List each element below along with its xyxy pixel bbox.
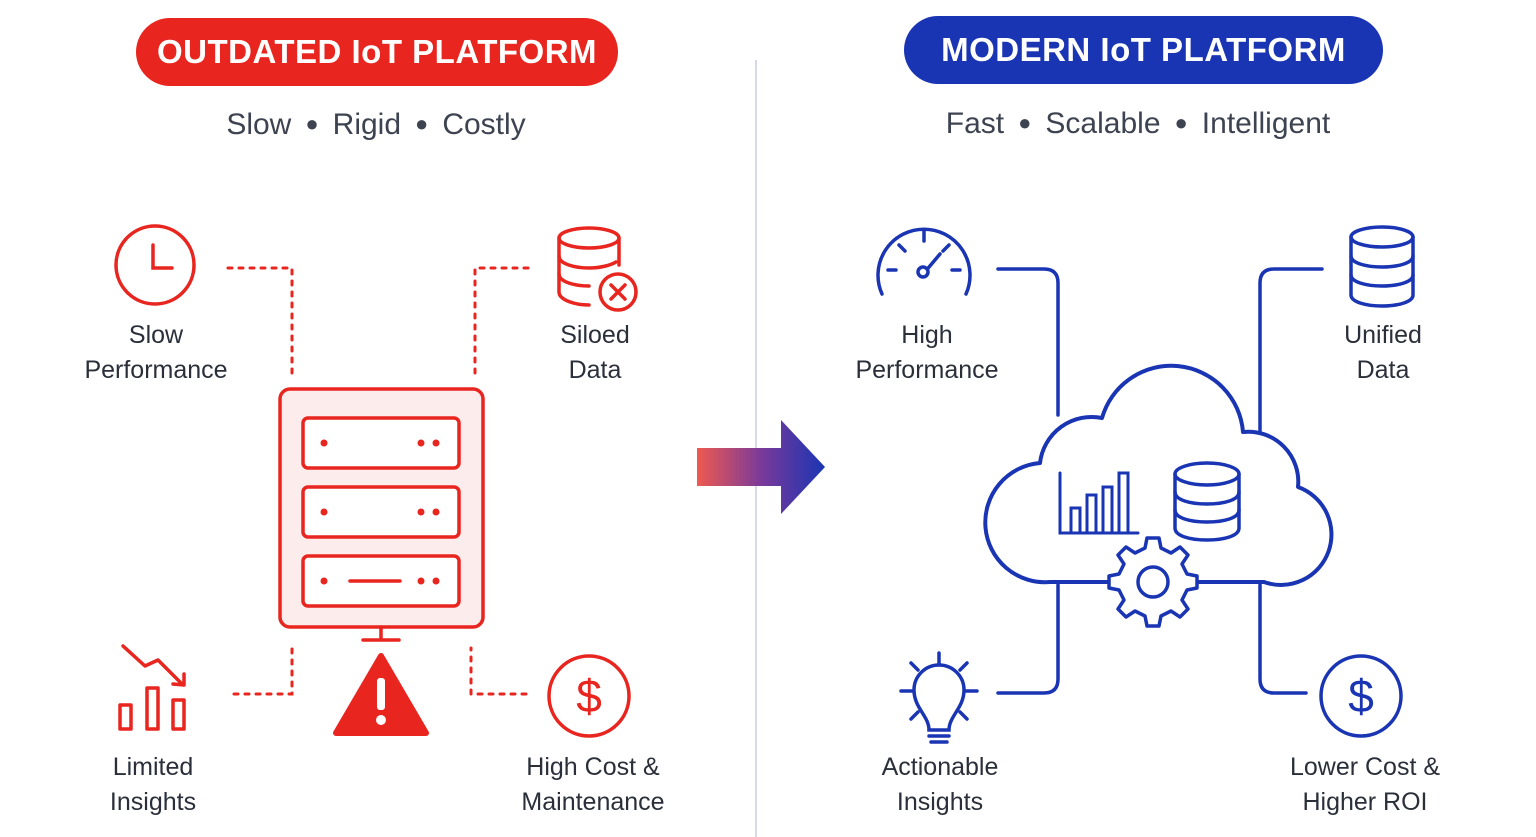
tagline-word: Slow bbox=[226, 108, 292, 141]
svg-text:$: $ bbox=[1348, 670, 1374, 722]
modern-connectors bbox=[996, 267, 1324, 695]
feature-actionable-insights: Actionable Insights bbox=[882, 750, 999, 820]
feature-label-line: Limited bbox=[112, 753, 194, 781]
feature-label-line: Siloed bbox=[560, 321, 630, 349]
outdated-connectors bbox=[226, 266, 530, 696]
feature-label-line: Unified bbox=[1344, 321, 1422, 349]
warning-icon bbox=[333, 653, 429, 736]
feature-label-line: Data bbox=[568, 356, 622, 384]
database-error-icon bbox=[557, 226, 638, 312]
modern-tagline: Fast ● Scalable ● Intelligent bbox=[946, 107, 1330, 141]
connector-limited-insights bbox=[232, 646, 294, 696]
feature-lower-cost-higher-roi: Lower Cost & Higher ROI bbox=[1290, 750, 1440, 820]
database-icon bbox=[1173, 461, 1241, 542]
tagline-separator: ● bbox=[415, 111, 429, 136]
modern-platform-title: MODERN IoT PLATFORM bbox=[904, 16, 1383, 84]
connector-actionable-insights bbox=[996, 583, 1060, 695]
clock-icon bbox=[114, 224, 196, 306]
feature-label-line: Performance bbox=[855, 356, 999, 384]
connector-lower-cost bbox=[1258, 583, 1308, 695]
feature-label-line: Lower Cost & bbox=[1289, 753, 1441, 781]
tagline-separator: ● bbox=[1018, 110, 1032, 135]
feature-high-performance: High Performance bbox=[855, 318, 998, 388]
tagline-separator: ● bbox=[305, 111, 319, 136]
arrow-right-icon bbox=[697, 420, 825, 514]
tagline-word: Costly bbox=[442, 108, 526, 141]
feature-label-line: Data bbox=[1356, 356, 1410, 384]
feature-label-line: Insights bbox=[109, 788, 197, 816]
feature-label-line: Performance bbox=[84, 356, 228, 384]
speedometer-icon bbox=[876, 227, 972, 296]
dollar-icon: $ bbox=[1319, 654, 1403, 738]
declining-bar-chart-icon bbox=[118, 644, 186, 731]
feature-limited-insights: Limited Insights bbox=[110, 750, 196, 820]
feature-label-line: High bbox=[901, 321, 953, 349]
outdated-tagline: Slow ● Rigid ● Costly bbox=[226, 108, 525, 142]
feature-label-line: Higher ROI bbox=[1302, 788, 1428, 816]
svg-text:$: $ bbox=[576, 670, 602, 722]
tagline-word: Fast bbox=[945, 107, 1005, 140]
connector-high-performance bbox=[996, 267, 1060, 417]
connector-high-cost bbox=[469, 646, 528, 696]
feature-label-line: Slow bbox=[128, 321, 184, 349]
tagline-word: Rigid bbox=[332, 108, 402, 141]
feature-high-cost-maintenance: High Cost & Maintenance bbox=[521, 750, 664, 820]
dollar-icon: $ bbox=[547, 654, 631, 738]
tagline-separator: ● bbox=[1174, 110, 1188, 135]
feature-label-line: Maintenance bbox=[521, 788, 665, 816]
bar-chart-icon bbox=[1058, 471, 1140, 535]
connector-siloed-data bbox=[473, 266, 530, 377]
feature-unified-data: Unified Data bbox=[1344, 318, 1422, 388]
database-icon bbox=[1349, 225, 1415, 308]
server-rack-icon bbox=[278, 387, 485, 642]
connector-slow-performance bbox=[226, 266, 294, 377]
feature-siloed-data: Siloed Data bbox=[560, 318, 630, 388]
feature-slow-performance: Slow Performance bbox=[84, 318, 227, 388]
feature-label-line: Insights bbox=[896, 788, 984, 816]
gear-icon bbox=[1107, 536, 1199, 628]
feature-label-line: High Cost & bbox=[526, 753, 660, 781]
lightbulb-icon bbox=[899, 651, 979, 744]
outdated-platform-title: OUTDATED IoT PLATFORM bbox=[136, 18, 618, 86]
server-status-lights bbox=[320, 439, 440, 585]
feature-label-line: Actionable bbox=[881, 753, 999, 781]
tagline-word: Scalable bbox=[1045, 107, 1161, 140]
connector-unified-data bbox=[1258, 267, 1324, 434]
tagline-word: Intelligent bbox=[1201, 107, 1331, 140]
